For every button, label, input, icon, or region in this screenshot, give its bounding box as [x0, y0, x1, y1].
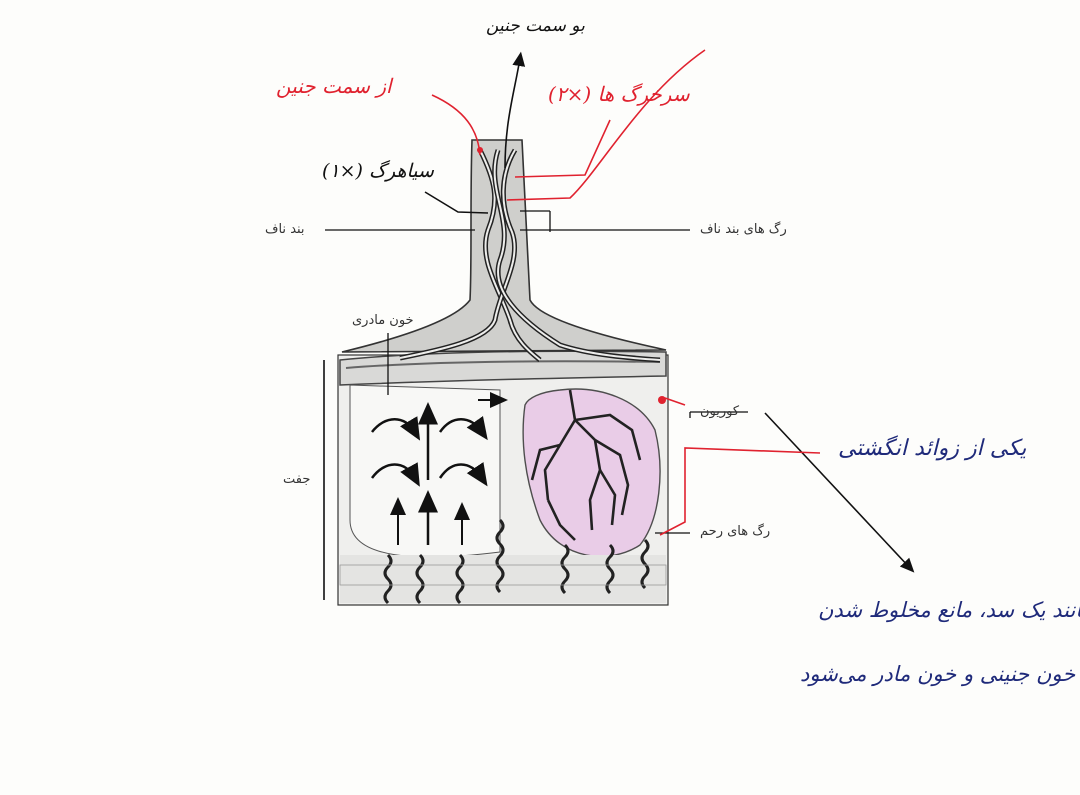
chorionic-villi	[522, 388, 661, 557]
umbilical-cord-label: بند ناف	[265, 222, 305, 237]
chorion-label: کوریون	[700, 404, 740, 419]
umbilical-vessels-label: رگ های بند ناف	[700, 222, 787, 237]
note-line-2: خون جنینی و خون مادر می‌شود	[800, 662, 1076, 686]
villus-branches	[530, 389, 642, 541]
villus-label: یکی از زوائد انگشتی	[838, 436, 1027, 461]
arteries-label: سرخرگ ها (×۲)	[548, 82, 690, 106]
printed-leader-lines	[325, 210, 748, 534]
uterine-wall	[339, 518, 667, 605]
to-fetus-label: بو سمت جنین	[486, 16, 585, 36]
black-annotation-lines	[424, 51, 915, 573]
umbilical-cord	[341, 139, 667, 363]
maternal-blood-label: خون مادری	[352, 313, 414, 328]
red-annotation-lines	[431, 49, 821, 536]
vein-label: سیاهرگ (×۱)	[322, 160, 434, 182]
uterine-vessels-label: رگ های رحم	[700, 524, 771, 539]
placenta-label: جفت	[283, 472, 311, 487]
note-line-1: مانند یک سد، مانع مخلوط شدن	[818, 598, 1080, 622]
intervillous-space	[349, 384, 508, 558]
from-fetus-label: از سمت جنین	[276, 74, 392, 98]
